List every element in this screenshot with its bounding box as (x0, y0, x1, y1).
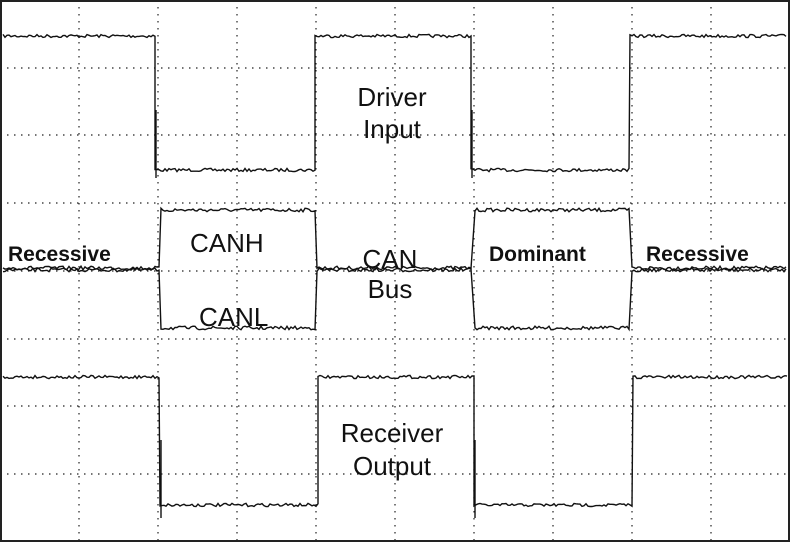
recessive-label-right: Recessive (644, 243, 751, 266)
canh-trace (2, 206, 787, 272)
receiver-output-label: Receiver Output (340, 418, 444, 481)
recessive-label-left: Recessive (6, 243, 113, 266)
driver-input-trace (2, 33, 787, 173)
dominant-label: Dominant (487, 243, 588, 266)
can-bus-label: CAN Bus (362, 244, 418, 304)
driver-input-label: Driver Input (357, 82, 427, 144)
canh-label: CANH (190, 228, 264, 258)
receiver-output-trace (2, 374, 788, 508)
canl-trace (2, 267, 787, 332)
canl-label: CANL (199, 302, 269, 332)
